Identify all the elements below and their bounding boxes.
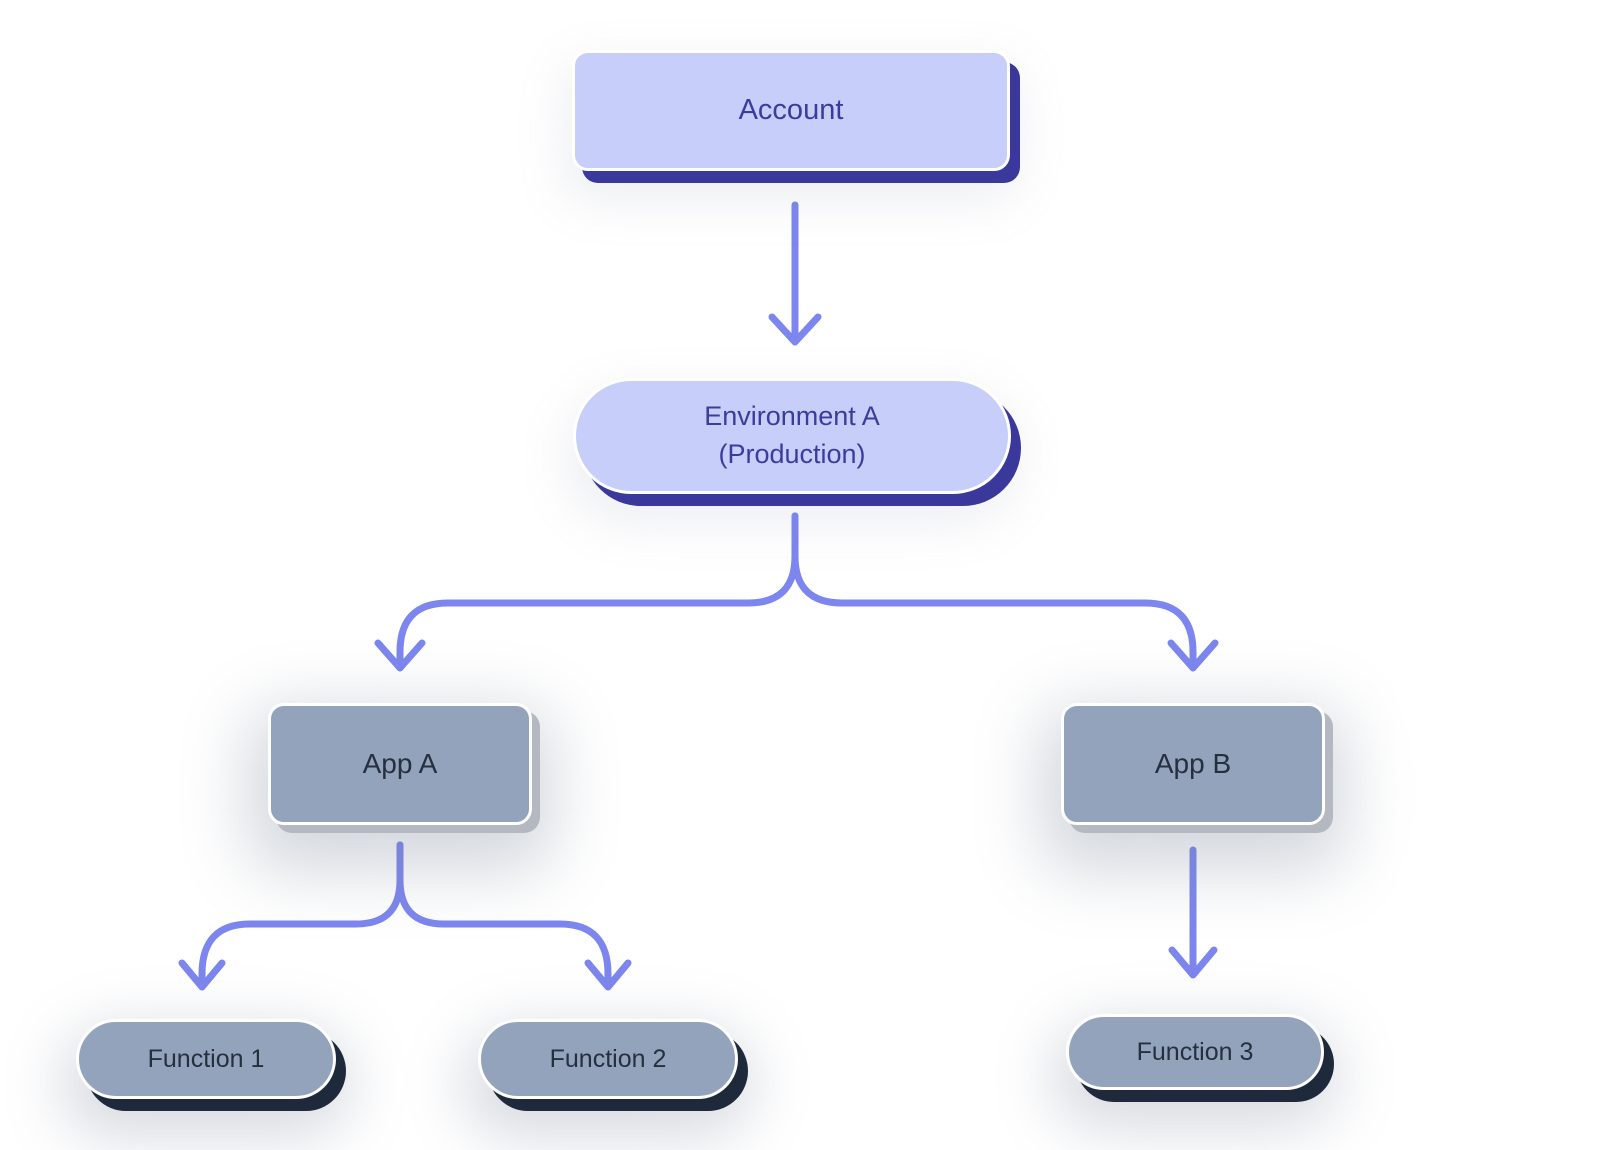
edge-shaft <box>198 841 404 986</box>
node-app-a: App A <box>268 703 532 825</box>
arrowhead-down-icon <box>584 959 632 991</box>
node-environment-a-line-1: Environment A <box>704 401 880 432</box>
edge-shaft <box>396 512 799 668</box>
node-account: Account <box>572 50 1010 171</box>
node-function-2-label: Function 2 <box>549 1044 667 1073</box>
node-function-3-label: Function 3 <box>1136 1037 1254 1066</box>
edge-app-a-to-function-1 <box>178 841 404 991</box>
edge-shaft <box>791 512 1197 668</box>
arrowhead-down-icon <box>768 313 822 346</box>
edge-app-b-to-function-3 <box>1168 846 1218 979</box>
node-environment-a: Environment A (Production) <box>573 378 1011 494</box>
node-app-b: App B <box>1061 703 1325 825</box>
node-app-b-label: App B <box>1154 748 1232 780</box>
arrowhead-down-icon <box>178 959 226 991</box>
edge-account-to-environment-a <box>768 201 822 346</box>
arrowhead-down-icon <box>1168 946 1218 979</box>
node-environment-a-line-2: (Production) <box>718 439 866 469</box>
arrowhead-down-icon <box>374 639 426 672</box>
edge-environment-a-to-app-a <box>374 512 799 672</box>
node-function-1-label: Function 1 <box>147 1044 265 1073</box>
arrowhead-down-icon <box>1167 639 1219 672</box>
edge-shaft <box>396 841 612 986</box>
node-account-label: Account <box>738 94 844 127</box>
edge-app-a-to-function-2 <box>396 841 632 991</box>
node-app-a-label: App A <box>362 748 438 780</box>
node-function-2: Function 2 <box>478 1019 738 1099</box>
node-function-1: Function 1 <box>76 1019 336 1099</box>
node-function-3: Function 3 <box>1066 1014 1324 1090</box>
edge-environment-a-to-app-b <box>791 512 1219 672</box>
